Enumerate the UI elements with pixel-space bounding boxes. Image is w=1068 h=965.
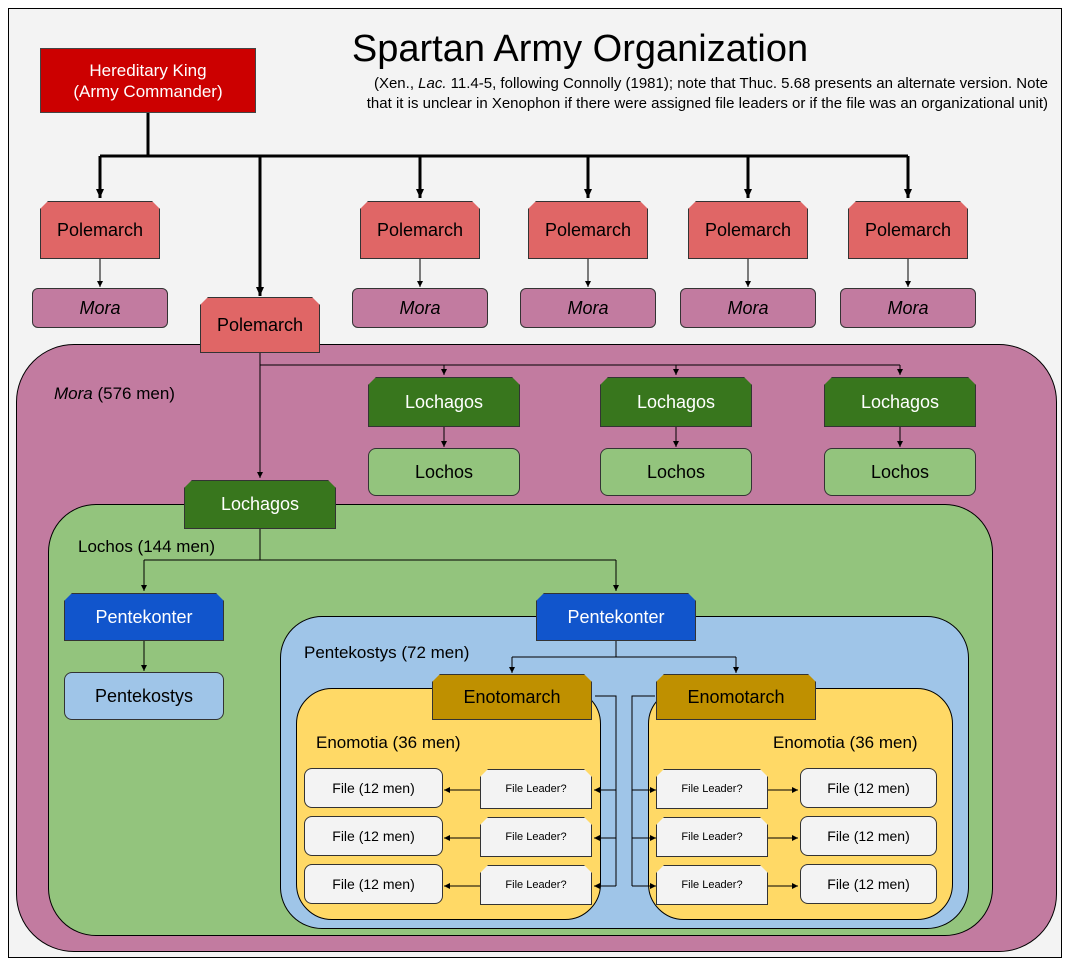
mora-region-label-italic: Mora (54, 384, 93, 403)
subtitle-part: 11.4-5, following Connolly (1981); note … (446, 75, 1048, 92)
mora-box-6: Mora (840, 288, 976, 328)
lochagos-box-1: Lochagos (184, 480, 336, 529)
subtitle-part: (Xen., (373, 75, 419, 92)
file-box-left-2: File (12 men) (304, 816, 443, 856)
polemarch-box-3: Polemarch (360, 201, 480, 259)
king-title: Hereditary King (89, 60, 207, 80)
polemarch-box-5: Polemarch (688, 201, 808, 259)
file-leader-box-left-2: File Leader? (480, 817, 592, 857)
mora-box-3: Mora (352, 288, 488, 328)
file-leader-box-right-2: File Leader? (656, 817, 768, 857)
lochos-box-2: Lochos (368, 448, 520, 496)
mora-region-label-rest: (576 men) (92, 384, 175, 403)
diagram-title: Spartan Army Organization (351, 28, 809, 70)
hereditary-king-box: Hereditary King (Army Commander) (40, 48, 256, 113)
enotomarch-box: Enotomarch (432, 674, 592, 720)
mora-region-label: Mora (576 men) (54, 384, 175, 404)
lochos-region-label: Lochos (144 men) (78, 537, 216, 556)
file-leader-box-left-3: File Leader? (480, 865, 592, 905)
polemarch-box-2: Polemarch (200, 297, 320, 353)
pentekostys-box-1: Pentekostys (64, 672, 224, 720)
lochos-box-3: Lochos (600, 448, 752, 496)
file-leader-box-right-1: File Leader? (656, 769, 768, 809)
polemarch-box-1: Polemarch (40, 201, 160, 259)
mora-box-4: Mora (520, 288, 656, 328)
lochagos-box-3: Lochagos (600, 377, 752, 427)
file-leader-box-left-1: File Leader? (480, 769, 592, 809)
diagram-subtitle: (Xen., Lac. 11.4-5, following Connolly (… (300, 74, 1048, 114)
lochagos-box-4: Lochagos (824, 377, 976, 427)
king-role: (Army Commander) (73, 81, 223, 101)
polemarch-box-4: Polemarch (528, 201, 648, 259)
pentekonter-box-1: Pentekonter (64, 593, 224, 641)
lochagos-box-2: Lochagos (368, 377, 520, 427)
pentekostys-region-label: Pentekostys (72 men) (304, 643, 470, 662)
file-box-left-1: File (12 men) (304, 768, 443, 808)
subtitle-italic: Lac. (418, 75, 447, 92)
enomotia-region-left-label: Enomotia (36 men) (316, 733, 461, 752)
file-box-left-3: File (12 men) (304, 864, 443, 904)
enomotarch-box: Enomotarch (656, 674, 816, 720)
mora-box-5: Mora (680, 288, 816, 328)
mora-box-1: Mora (32, 288, 168, 328)
file-box-right-1: File (12 men) (800, 768, 937, 808)
file-leader-box-right-3: File Leader? (656, 865, 768, 905)
subtitle-line-2: that it is unclear in Xenophon if there … (366, 95, 1048, 112)
file-box-right-3: File (12 men) (800, 864, 937, 904)
file-box-right-2: File (12 men) (800, 816, 937, 856)
lochos-box-4: Lochos (824, 448, 976, 496)
pentekonter-box-2: Pentekonter (536, 593, 696, 641)
enomotia-region-right-label: Enomotia (36 men) (773, 733, 918, 752)
polemarch-box-6: Polemarch (848, 201, 968, 259)
